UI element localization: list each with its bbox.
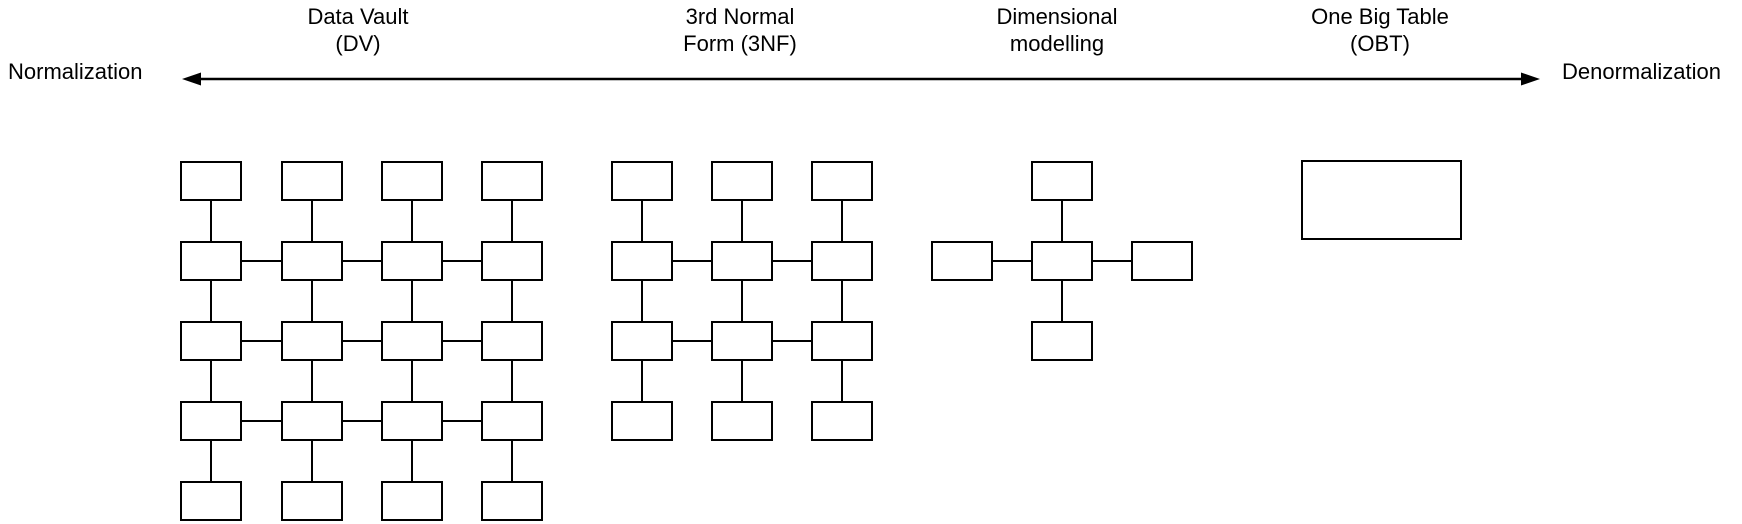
data-vault-schema-box — [381, 161, 443, 201]
arrowhead-right-icon — [1521, 72, 1540, 86]
one-big-table-label-line1: One Big Table — [1311, 4, 1449, 29]
data-vault-schema-connector — [343, 420, 381, 422]
data-vault-schema-box — [180, 401, 242, 441]
one-big-table-label: One Big Table (OBT) — [1270, 3, 1490, 57]
data-vault-schema-connector — [343, 340, 381, 342]
data-vault-schema-connector — [343, 260, 381, 262]
data-vault-schema-box — [281, 401, 343, 441]
data-vault-schema-box — [281, 321, 343, 361]
denormalization-label: Denormalization — [1562, 59, 1721, 84]
third-normal-form-schema-box — [811, 401, 873, 441]
data-vault-schema-box — [481, 481, 543, 521]
third-normal-form-schema-box — [711, 241, 773, 281]
data-vault-schema-connector — [511, 441, 513, 481]
data-vault-schema-connector — [443, 420, 481, 422]
third-normal-form-schema-connector — [641, 361, 643, 401]
data-vault-schema-connector — [511, 201, 513, 241]
third-normal-form-label: 3rd Normal Form (3NF) — [630, 3, 850, 57]
data-vault-schema-connector — [411, 281, 413, 321]
data-vault-label-line1: Data Vault — [307, 4, 409, 29]
data-vault-schema-box — [381, 481, 443, 521]
data-vault-schema-box — [381, 401, 443, 441]
dimensional-star-schema-box — [1131, 241, 1193, 281]
dimensional-star-schema-connector — [1093, 260, 1131, 262]
data-vault-schema-connector — [210, 201, 212, 241]
data-vault-schema-connector — [511, 281, 513, 321]
data-vault-schema-connector — [210, 361, 212, 401]
data-vault-schema-box — [281, 241, 343, 281]
third-normal-form-schema-connector — [841, 281, 843, 321]
data-vault-schema-box — [180, 481, 242, 521]
data-vault-schema-connector — [443, 340, 481, 342]
normalization-label: Normalization — [8, 59, 143, 84]
data-vault-label: Data Vault (DV) — [248, 3, 468, 57]
data-vault-schema-connector — [311, 361, 313, 401]
third-normal-form-schema-connector — [773, 260, 811, 262]
dimensional-star-schema-box — [931, 241, 993, 281]
data-vault-schema-connector — [242, 420, 281, 422]
third-normal-form-schema-connector — [741, 361, 743, 401]
data-vault-schema-connector — [311, 201, 313, 241]
third-normal-form-schema-box — [611, 161, 673, 201]
third-normal-form-schema-connector — [773, 340, 811, 342]
data-vault-label-line2: (DV) — [335, 31, 381, 56]
dimensional-star-schema-box — [1031, 161, 1093, 201]
dimensional-star-schema-box — [1031, 241, 1093, 281]
third-normal-form-schema-connector — [841, 201, 843, 241]
dimensional-star-schema-box — [1031, 321, 1093, 361]
data-vault-schema-connector — [443, 260, 481, 262]
third-normal-form-schema-box — [711, 321, 773, 361]
data-vault-schema-box — [381, 321, 443, 361]
data-vault-schema-box — [481, 241, 543, 281]
data-vault-schema-connector — [242, 260, 281, 262]
data-vault-schema-box — [481, 401, 543, 441]
third-normal-form-schema-connector — [741, 201, 743, 241]
data-vault-schema-connector — [411, 441, 413, 481]
third-normal-form-schema-box — [611, 241, 673, 281]
third-normal-form-schema-connector — [641, 281, 643, 321]
third-normal-form-schema-connector — [673, 340, 711, 342]
one-big-table-label-line2: (OBT) — [1350, 31, 1410, 56]
data-vault-schema-box — [180, 161, 242, 201]
dimensional-star-schema-connector — [1061, 281, 1063, 321]
third-normal-form-label-line2: Form (3NF) — [683, 31, 797, 56]
third-normal-form-schema-box — [811, 161, 873, 201]
third-normal-form-schema-connector — [841, 361, 843, 401]
third-normal-form-schema-connector — [673, 260, 711, 262]
dimensional-star-schema-connector — [1061, 201, 1063, 241]
data-vault-schema-connector — [411, 361, 413, 401]
data-vault-schema-box — [481, 161, 543, 201]
third-normal-form-schema-box — [611, 401, 673, 441]
data-vault-schema-box — [481, 321, 543, 361]
third-normal-form-schema-connector — [741, 281, 743, 321]
third-normal-form-schema-connector — [641, 201, 643, 241]
data-vault-schema-box — [381, 241, 443, 281]
dimensional-star-schema-connector — [993, 260, 1031, 262]
arrowhead-left-icon — [182, 72, 201, 86]
data-vault-schema-connector — [210, 281, 212, 321]
third-normal-form-schema-box — [711, 161, 773, 201]
data-vault-schema-connector — [511, 361, 513, 401]
data-vault-schema-box — [281, 481, 343, 521]
data-vault-schema-box — [180, 241, 242, 281]
one-big-table-box — [1301, 160, 1462, 240]
data-vault-schema-box — [281, 161, 343, 201]
third-normal-form-schema-box — [811, 241, 873, 281]
dimensional-modelling-label-line1: Dimensional — [996, 4, 1118, 29]
data-vault-schema-connector — [311, 441, 313, 481]
dimensional-modelling-label: Dimensional modelling — [947, 3, 1167, 57]
third-normal-form-schema-box — [711, 401, 773, 441]
data-vault-schema-connector — [242, 340, 281, 342]
data-vault-schema-connector — [210, 441, 212, 481]
data-vault-schema-connector — [311, 281, 313, 321]
data-vault-schema-box — [180, 321, 242, 361]
data-vault-schema-connector — [411, 201, 413, 241]
third-normal-form-schema-box — [811, 321, 873, 361]
dimensional-modelling-label-line2: modelling — [1009, 31, 1105, 56]
third-normal-form-label-line1: 3rd Normal — [685, 4, 795, 29]
third-normal-form-schema-box — [611, 321, 673, 361]
